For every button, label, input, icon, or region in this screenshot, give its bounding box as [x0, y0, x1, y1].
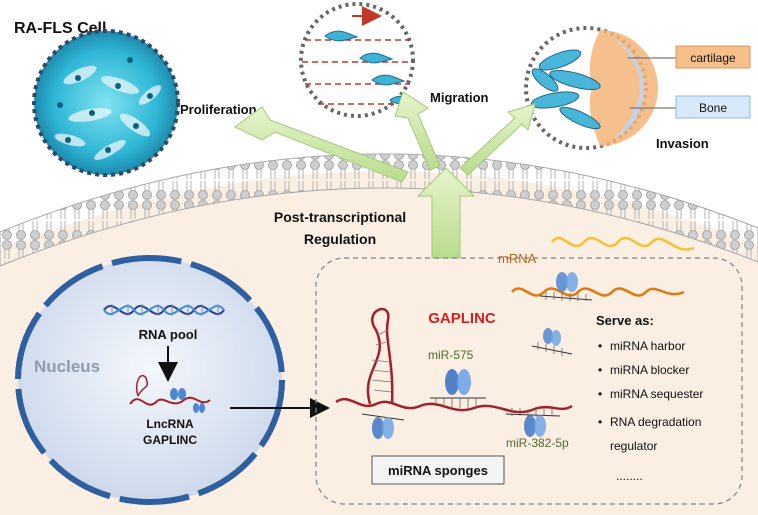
- gaplinc-sponge: [335, 308, 573, 439]
- role-item: miRNA sequester: [610, 387, 703, 401]
- nucleus-label: Nucleus: [34, 357, 100, 376]
- diagram-title: RA-FLS Cell: [14, 20, 106, 37]
- bone-tag: [675, 95, 751, 119]
- dna-helix: [103, 304, 225, 316]
- role-bullet: •: [598, 339, 602, 353]
- mrna-bound-mirna: [539, 272, 593, 301]
- outcome-arrows: [234, 91, 536, 259]
- migration-label: Migration: [430, 90, 489, 105]
- arrow-to-migration: [394, 91, 441, 171]
- arrow-to-invasion: [459, 103, 536, 176]
- gaplinc-title: GAPLINC: [428, 310, 496, 327]
- proliferation-label: Proliferation: [180, 102, 257, 117]
- invasion-cell-cluster: [524, 26, 658, 150]
- serve-as-heading: Serve as:: [596, 313, 654, 328]
- role-ellipsis: ........: [616, 469, 643, 483]
- role-item: miRNA harbor: [610, 339, 685, 353]
- arrow-to-proliferation: [234, 106, 409, 183]
- cartilage-label: cartilage: [690, 51, 736, 65]
- arrow-main-up: [416, 167, 476, 259]
- mir382-label: miR-382-5p: [506, 436, 569, 450]
- mrna-label: mRNA: [498, 251, 537, 266]
- mrna-orange-strand: [511, 287, 685, 297]
- gaplinc-nucleus-label: GAPLINC: [143, 433, 197, 447]
- role-bullet: •: [598, 363, 602, 377]
- rna-pool-label: RNA pool: [139, 327, 198, 342]
- cartilage-tag: [675, 45, 751, 69]
- invasion-label: Invasion: [656, 136, 709, 151]
- role-bullet: •: [598, 387, 602, 401]
- lncrna-label: LncRNA: [146, 417, 194, 431]
- proliferation-cell-cluster: [32, 29, 180, 177]
- role-item: miRNA blocker: [610, 363, 689, 377]
- mir575-label: miR-575: [428, 348, 474, 362]
- mirna-sponges-label: miRNA sponges: [388, 463, 488, 478]
- mirna-sponges-box: [371, 455, 505, 485]
- cell-membrane: [0, 153, 758, 267]
- regulation-line2: Regulation: [304, 231, 376, 247]
- mrna-yellow-strand: [550, 236, 695, 251]
- regulation-line1: Post-transcriptional: [274, 209, 406, 225]
- migration-cell-cluster: [299, 2, 415, 118]
- serve-as-list: • miRNA harbor • miRNA blocker • miRNA s…: [598, 339, 703, 483]
- sponge-panel: [315, 257, 743, 505]
- role-bullet: •: [598, 415, 602, 429]
- role-item-cont: regulator: [610, 439, 657, 453]
- bone-label: Bone: [699, 101, 727, 115]
- nucleus-lncrna: [129, 375, 211, 413]
- nucleus: [15, 255, 285, 505]
- role-item: RNA degradation: [610, 415, 701, 429]
